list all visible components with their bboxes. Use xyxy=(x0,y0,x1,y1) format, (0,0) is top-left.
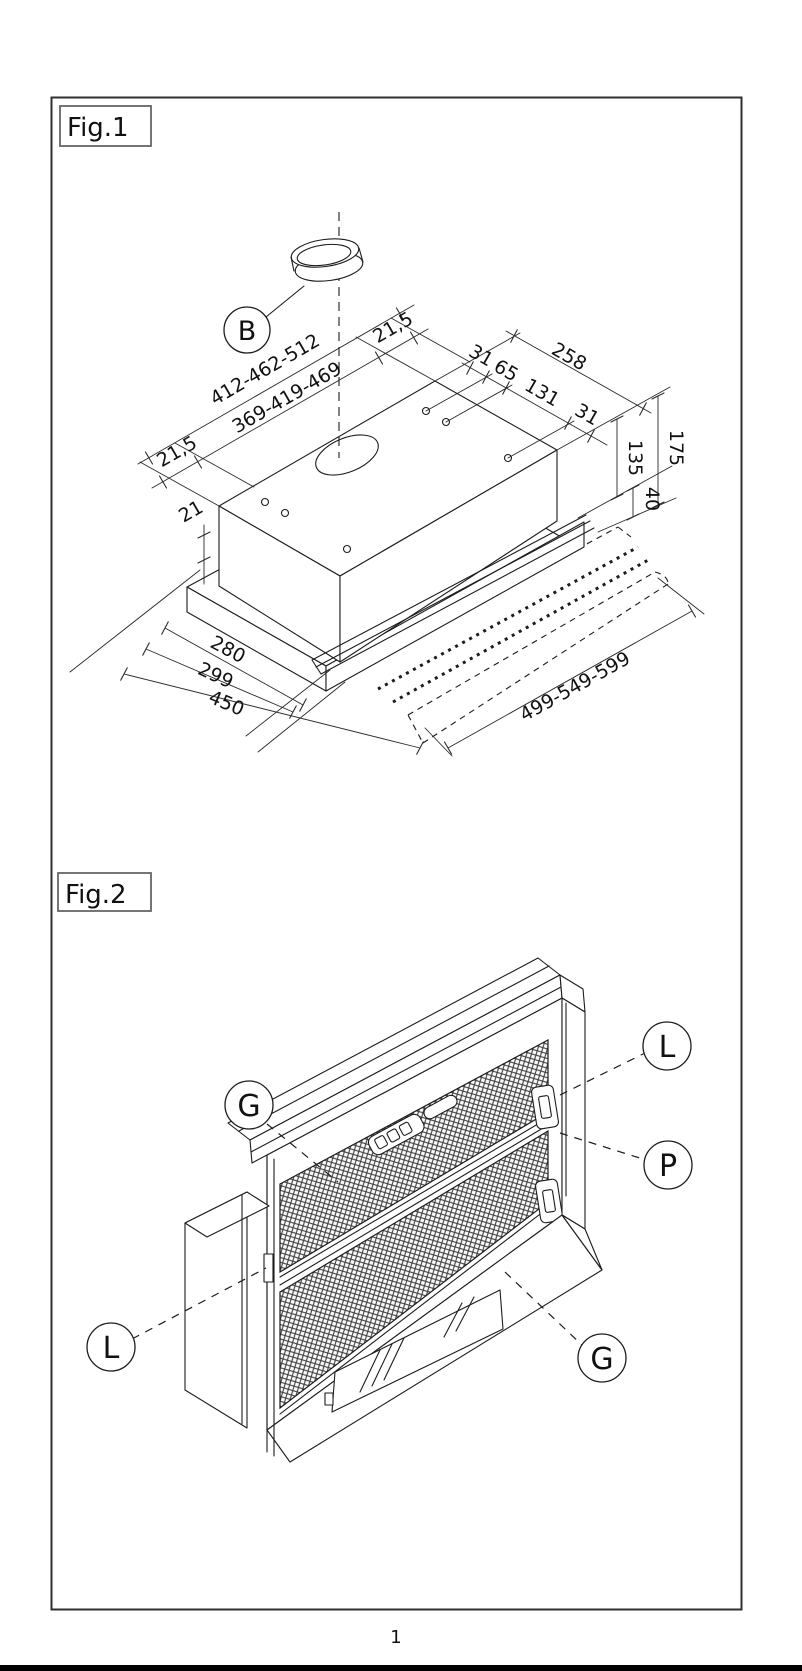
dim-total-height: 175 xyxy=(665,430,687,466)
footer-bar xyxy=(0,1665,802,1671)
fig2-latch-lower xyxy=(535,1178,563,1224)
fig2-glass-tab xyxy=(324,1392,334,1406)
fig2-right-side xyxy=(561,997,586,1230)
fig1-callout-b-leader xyxy=(265,285,305,318)
dim-visor-height: 40 xyxy=(641,487,663,511)
fig1-screw-holes xyxy=(260,406,513,554)
fig1-tick-marks xyxy=(120,307,697,755)
fig2-cornice xyxy=(227,957,586,1164)
dim-offset-left: 21,5 xyxy=(153,432,201,472)
fig2-drawing: G L P L G xyxy=(86,957,693,1463)
fig2-callout-l-top: L xyxy=(642,1021,692,1071)
dim-flange-offset: 21 xyxy=(175,496,207,527)
fig2-bottom-soffit xyxy=(266,1214,603,1463)
fig1-hood-body xyxy=(218,380,558,663)
fig2-label-box: Fig.2 xyxy=(57,872,152,912)
fig2-callout-l-bottom-letter: L xyxy=(103,1331,120,1366)
fig2-callout-g-top: G xyxy=(224,1080,274,1130)
dim-offset-right: 21,5 xyxy=(369,308,417,348)
fig1-pullout-dashed xyxy=(354,526,669,744)
dim-seg-31b: 31 xyxy=(571,399,603,430)
dim-pullout-width: 499-549-599 xyxy=(516,647,634,726)
page-number: 1 xyxy=(390,1627,401,1648)
fig1-flange xyxy=(290,238,364,282)
fig2-callout-g-top-letter: G xyxy=(237,1089,260,1124)
fig1-callout-b-letter: B xyxy=(238,316,257,347)
fig2-callout-g-bottom-letter: G xyxy=(590,1342,613,1377)
page-border xyxy=(50,96,743,1611)
fig2-callout-leaders xyxy=(131,1052,647,1347)
fig2-filter-rails xyxy=(279,1117,549,1415)
fig1-label: Fig.1 xyxy=(67,113,129,143)
dim-depth-total: 258 xyxy=(548,338,590,375)
dim-seg-31a: 31 xyxy=(465,340,497,371)
fig1-extension-lines xyxy=(69,317,705,757)
dim-depth-450: 450 xyxy=(205,686,247,720)
fig2-callout-p: P xyxy=(643,1140,693,1190)
fig2-latch-upper xyxy=(531,1084,559,1130)
fig1-rail xyxy=(311,514,595,675)
fig1-dimension-lines xyxy=(123,304,693,749)
fig2-control-slider xyxy=(367,1094,458,1156)
dim-body-height: 135 xyxy=(624,440,646,476)
fig2-callout-l-bottom: L xyxy=(86,1322,136,1372)
fig2-plenum-box xyxy=(184,1191,270,1429)
fig2-glass-hatch xyxy=(359,1296,475,1393)
fig1-callout-b: B xyxy=(223,306,271,354)
fig1-exhaust-hole xyxy=(315,434,379,476)
dim-seg-131: 131 xyxy=(521,374,563,411)
fig1-label-box: Fig.1 xyxy=(59,105,152,147)
fig2-callout-l-top-letter: L xyxy=(659,1030,676,1065)
fig2-left-clip xyxy=(263,1253,274,1283)
fig2-callout-p-letter: P xyxy=(659,1149,677,1184)
fig2-callout-g-bottom: G xyxy=(577,1333,627,1383)
fig2-label: Fig.2 xyxy=(65,880,127,910)
fig1-drawing: B 412-462-512 21,5 369-419-469 21,5 21 3… xyxy=(69,212,705,757)
